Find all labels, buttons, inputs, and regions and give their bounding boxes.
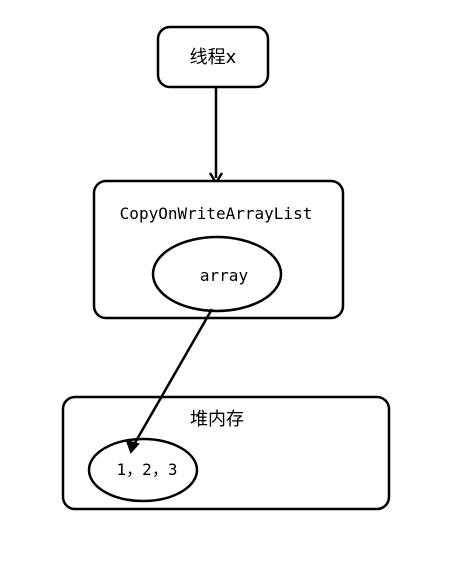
edge-line: [130, 308, 214, 449]
thread-box: [156, 25, 270, 89]
values-oval: [87, 437, 199, 503]
edge-array-to-values: [125, 308, 214, 454]
list-label: CopyOnWriteArrayList: [120, 204, 313, 223]
list-node: CopyOnWriteArrayList array: [92, 179, 345, 320]
heap-label: 堆内存: [190, 409, 244, 430]
heap-node: 堆内存 1，2，3: [61, 395, 391, 511]
thread-node: 线程x: [156, 25, 270, 89]
arrowhead-icon: [125, 439, 140, 454]
thread-label: 线程x: [190, 47, 237, 68]
array-field-label: array: [200, 266, 249, 285]
values-label: 1，2，3: [117, 460, 178, 479]
array-field-oval: [151, 235, 283, 313]
edge-thread-to-list: [208, 87, 224, 186]
